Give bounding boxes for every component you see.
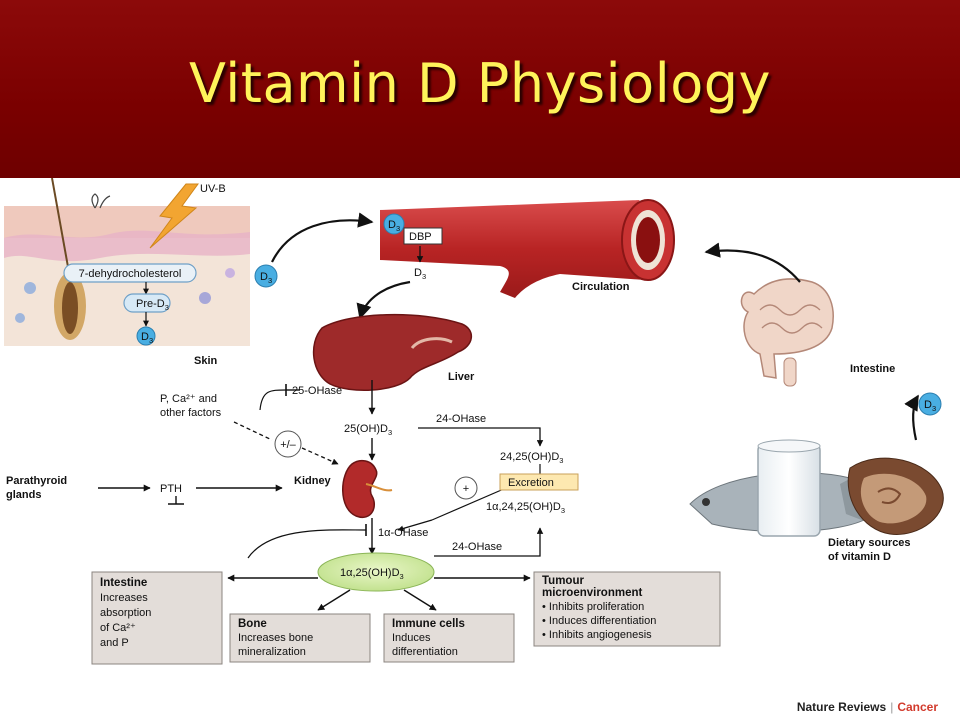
vessel-d3-badge (383, 213, 405, 235)
plus-circle (454, 476, 478, 500)
catabolism-product: 24,25(OH)D (500, 451, 559, 463)
target-bone: Bone Increases bone mineralization (229, 613, 371, 663)
target-bone-title: Bone (238, 618, 267, 630)
svg-text:1α,24,25(OH)D3: 1α,24,25(OH)D3 (486, 501, 565, 515)
svg-text:1α,25(OH)D3: 1α,25(OH)D3 (340, 567, 404, 581)
active-label: 1α,25(OH)D (340, 567, 400, 579)
liver-organ: Liver (312, 313, 475, 391)
svg-text:24,25(OH)D3: 24,25(OH)D3 (500, 451, 563, 465)
dietary-line1: Dietary sources (828, 537, 911, 549)
target-tumour: Tumour microenvironment • Inhibits proli… (533, 571, 721, 647)
target-intestine-line2: absorption (100, 607, 151, 619)
target-tumour-line1: • Inhibits proliferation (542, 601, 644, 613)
target-tumour-line2: • Induces differentiation (542, 615, 656, 627)
kidney-label: Kidney (294, 475, 332, 487)
circulation-vessel: D3 DBP Circulation (380, 199, 675, 298)
d3-badge-right (918, 392, 942, 416)
vessel-d3-below: D (414, 267, 422, 279)
skin-label: Skin (194, 355, 218, 367)
d3-badge-left (254, 264, 278, 288)
kidney-organ (342, 459, 393, 519)
svg-text:D3: D3 (414, 267, 426, 281)
slide-header: Vitamin D Physiology (0, 0, 960, 178)
svg-text:Pre-D3: Pre-D3 (136, 298, 169, 312)
d3-badge-right-label: D (924, 399, 932, 411)
pre-d3-label: Pre-D (136, 298, 165, 310)
journal-section: Cancer (897, 700, 938, 714)
target-intestine: Intestine Increases absorption of Ca²⁺ a… (91, 571, 223, 665)
intestine-source-label: Intestine (850, 363, 895, 375)
target-immune-line1: Induces (392, 632, 431, 644)
svg-text:D3: D3 (924, 399, 936, 413)
target-bone-line2: mineralization (238, 646, 306, 658)
catabolism-product2: 1α,24,25(OH)D (486, 501, 561, 513)
excretion-box (499, 473, 579, 491)
dietary-sources-image (689, 439, 944, 537)
circulation-label: Circulation (572, 281, 630, 293)
target-intestine-line3: of Ca²⁺ (100, 622, 136, 634)
journal-credit: Nature Reviews|Cancer (797, 700, 938, 714)
excretion-label: Excretion (508, 477, 554, 489)
dbp-label: DBP (409, 231, 432, 243)
footer-divider: | (890, 700, 894, 714)
d3-badge-left-label: D (260, 271, 268, 283)
liver-product: 25(OH)D (344, 423, 388, 435)
plus-label: + (463, 483, 469, 495)
dbp-box (403, 227, 443, 245)
catabolism-enzyme-top: 24-OHase (436, 413, 486, 425)
intestine-organ (740, 278, 834, 387)
catabolism-enzyme-bottom: 24-OHase (452, 541, 502, 553)
skin-d3-badge (136, 326, 156, 346)
modulator-label: +/– (280, 439, 296, 451)
vitamin-d-diagram: UV-B 7-dehydrocholesterol Pre-D3 D3 Skin… (4, 178, 944, 665)
svg-text:D3: D3 (260, 271, 272, 285)
target-tumour-title2: microenvironment (542, 587, 642, 599)
skin-panel: UV-B 7-dehydrocholesterol Pre-D3 D3 Skin (4, 178, 250, 367)
vessel-d3-label: D (388, 219, 396, 231)
factors-line2: other factors (160, 407, 222, 419)
svg-text:25(OH)D3: 25(OH)D3 (344, 423, 392, 437)
skin-d3-label: D (141, 331, 149, 343)
liver-enzyme: 25-OHase (292, 385, 342, 397)
factors-line1: P, Ca²⁺ and (160, 393, 217, 405)
slide-title: Vitamin D Physiology (189, 52, 771, 115)
svg-text:P, Ca²⁺ and: P, Ca²⁺ and (160, 393, 217, 405)
parathyroid-line1: Parathyroid (6, 475, 67, 487)
journal-name: Nature Reviews (796, 700, 887, 714)
svg-text:D3: D3 (388, 219, 400, 233)
active-metabolite (317, 552, 435, 592)
pth-label: PTH (160, 483, 182, 495)
dietary-line2: of vitamin D (828, 551, 891, 563)
uvb-label: UV-B (200, 183, 226, 195)
parathyroid-line2: glands (6, 489, 41, 501)
precursor-label: 7-dehydrocholesterol (79, 268, 182, 280)
precursor-box (63, 263, 197, 283)
target-tumour-line3: • Inhibits angiogenesis (542, 629, 652, 641)
target-intestine-title: Intestine (100, 577, 147, 589)
svg-text:D3: D3 (141, 331, 153, 345)
pre-d3-box (123, 293, 171, 313)
target-intestine-line1: Increases (100, 592, 148, 604)
target-bone-line1: Increases bone (238, 632, 313, 644)
target-immune-title: Immune cells (392, 618, 465, 630)
modulator-circle (274, 430, 302, 458)
target-immune: Immune cells Induces differentiation (383, 613, 515, 663)
target-tumour-title1: Tumour (542, 575, 584, 587)
liver-label: Liver (448, 371, 475, 383)
target-intestine-line4: and P (100, 637, 129, 649)
target-immune-line2: differentiation (392, 646, 458, 658)
kidney-enzyme: 1α-OHase (378, 527, 428, 539)
